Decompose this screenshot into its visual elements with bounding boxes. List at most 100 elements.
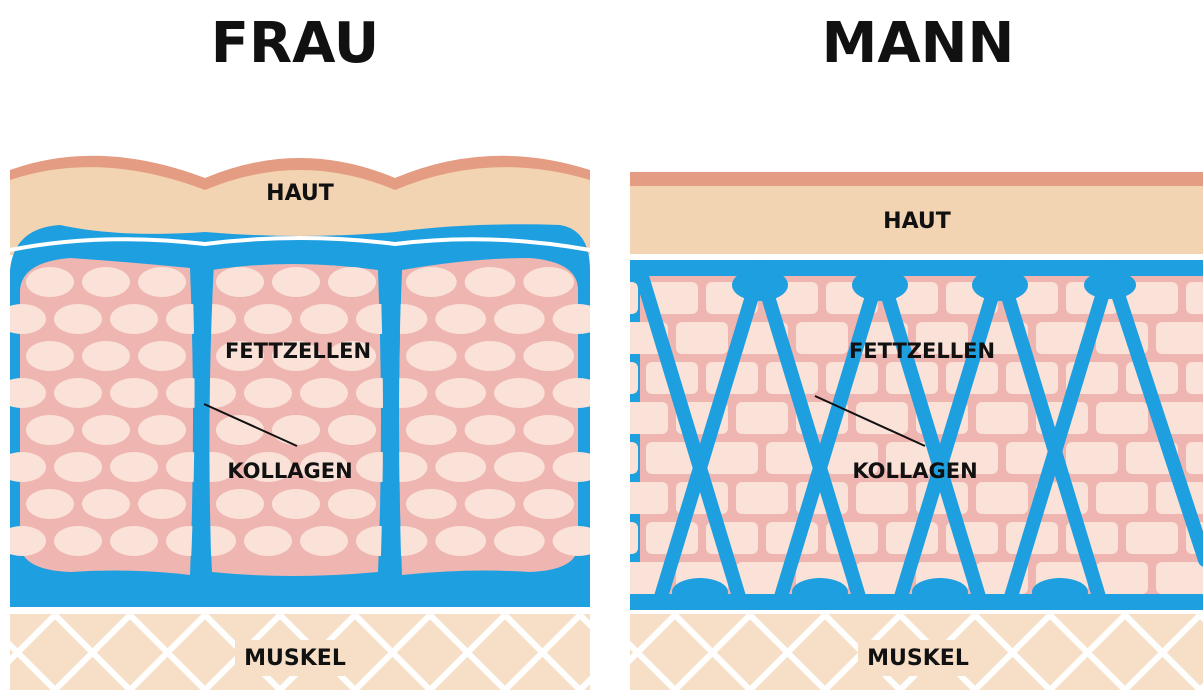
fat-cell [494, 452, 545, 482]
fat-cell [54, 378, 102, 408]
fat-cell [1096, 482, 1148, 514]
fat-cell [435, 378, 486, 408]
fat-cell [616, 402, 668, 434]
man-muscle-label: MUSKEL [867, 646, 969, 671]
fat-cell [82, 489, 130, 519]
fat-cell [0, 526, 46, 556]
man-title: MANN [822, 11, 1015, 76]
fat-cell [300, 378, 348, 408]
woman-panel: FRAU HAUT FETTZELLEN KOLLAGEN MUSKEL [0, 11, 655, 690]
fat-cell [26, 489, 74, 519]
man-skin-label: HAUT [883, 209, 951, 234]
fat-cell [553, 378, 604, 408]
fat-cell [110, 304, 158, 334]
fat-cell [976, 482, 1028, 514]
fat-cell [82, 267, 130, 297]
fat-cell [494, 526, 545, 556]
fat-cell [138, 267, 186, 297]
fat-cell [676, 322, 728, 354]
fat-cell [706, 442, 758, 474]
fat-cell [1186, 282, 1203, 314]
fat-cell [0, 378, 46, 408]
fat-cell [300, 304, 348, 334]
fat-cell [494, 304, 545, 334]
fat-cell [406, 489, 457, 519]
fat-cell [328, 415, 376, 445]
fat-cell [1156, 322, 1203, 354]
fat-cell [244, 526, 292, 556]
fat-cell [494, 378, 545, 408]
woman-collagen-strand-right [380, 262, 402, 585]
woman-title: FRAU [211, 11, 379, 76]
fat-cell [0, 304, 46, 334]
fat-cell [736, 402, 788, 434]
fat-cell [272, 489, 320, 519]
fat-cell [138, 415, 186, 445]
fat-cell [406, 341, 457, 371]
fat-cell [138, 341, 186, 371]
fat-cell [435, 304, 486, 334]
fat-cell [272, 267, 320, 297]
fat-cell [553, 452, 604, 482]
fat-cell [110, 378, 158, 408]
fat-cell [244, 304, 292, 334]
fat-cell [26, 415, 74, 445]
fat-cell [54, 304, 102, 334]
woman-muscle-label: MUSKEL [244, 646, 346, 671]
fat-cell [976, 402, 1028, 434]
fat-cell [586, 362, 638, 394]
woman-collagen-label: KOLLAGEN [227, 459, 352, 483]
fat-cell [796, 322, 848, 354]
fat-cell [328, 267, 376, 297]
fat-cell [586, 522, 638, 554]
man-collagen-label: KOLLAGEN [852, 459, 977, 483]
fat-cell [82, 415, 130, 445]
fat-cell [1126, 522, 1178, 554]
fat-cell [54, 526, 102, 556]
fat-cell [110, 452, 158, 482]
fat-cell [465, 489, 516, 519]
fat-cell [616, 482, 668, 514]
fat-cell [1186, 362, 1203, 394]
fat-cell [1156, 562, 1203, 594]
woman-fat-label: FETTZELLEN [225, 339, 371, 363]
fat-cell [465, 415, 516, 445]
fat-cell [244, 378, 292, 408]
man-panel: MANN HAUT [586, 11, 1203, 690]
fat-cell [110, 526, 158, 556]
fat-cell [216, 267, 264, 297]
fat-cell [406, 267, 457, 297]
fat-cell [216, 489, 264, 519]
fat-cell [1186, 442, 1203, 474]
fat-cell [435, 526, 486, 556]
fat-cell [435, 452, 486, 482]
fat-cell [523, 489, 574, 519]
fat-cell [523, 341, 574, 371]
fat-cell [856, 482, 908, 514]
fat-cell [553, 526, 604, 556]
man-skin-top-layer [630, 172, 1203, 186]
fat-cell [82, 341, 130, 371]
fat-cell [0, 452, 46, 482]
fat-cell [26, 341, 74, 371]
fat-cell [523, 415, 574, 445]
fat-cell [328, 489, 376, 519]
fat-cell [465, 267, 516, 297]
fat-cell [586, 282, 638, 314]
fat-cell [138, 489, 186, 519]
fat-cell [586, 442, 638, 474]
man-fat-label: FETTZELLEN [849, 339, 995, 363]
fat-cell [553, 304, 604, 334]
fat-cell [1066, 442, 1118, 474]
fat-cell [465, 341, 516, 371]
fat-cell [1096, 402, 1148, 434]
fat-cell [523, 267, 574, 297]
fat-cell [736, 482, 788, 514]
fat-cell [54, 452, 102, 482]
fat-cell [26, 267, 74, 297]
woman-skin-label: HAUT [266, 181, 334, 206]
fat-cell [406, 415, 457, 445]
fat-cell [300, 526, 348, 556]
fat-cell [272, 415, 320, 445]
